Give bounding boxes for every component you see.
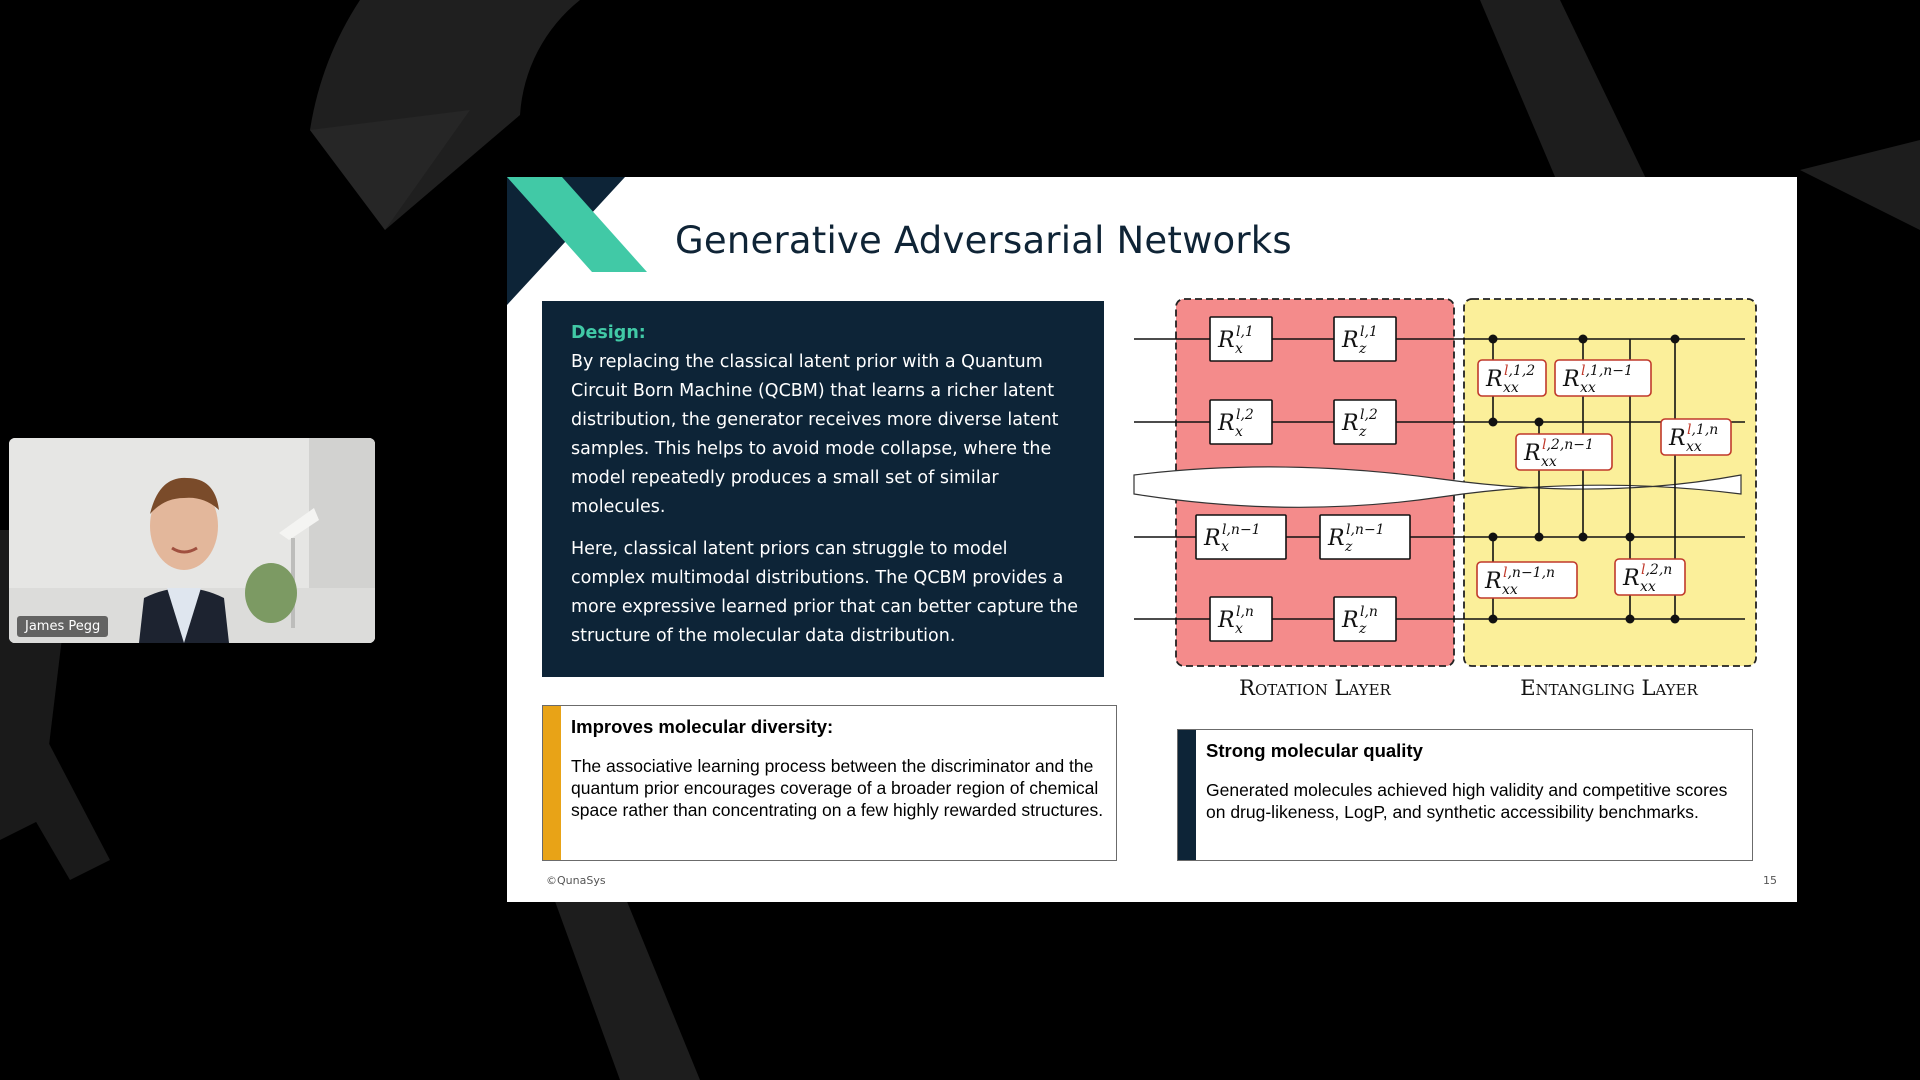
- presenter-video: [9, 438, 375, 643]
- svg-text:l,1,2: l,1,2: [1504, 363, 1535, 379]
- entangling-layer-label: Entangling Layer: [1520, 676, 1698, 700]
- svg-text:R: R: [1217, 328, 1235, 353]
- svg-text:xx: xx: [1686, 439, 1702, 455]
- design-paragraph-2: Here, classical latent priors can strugg…: [571, 539, 1079, 646]
- svg-text:R: R: [1217, 411, 1235, 436]
- svg-text:R: R: [1327, 526, 1345, 551]
- control-dot: [1488, 417, 1498, 427]
- svg-text:x: x: [1221, 539, 1229, 555]
- svg-text:x: x: [1235, 341, 1243, 357]
- callout-text: The associative learning process between…: [571, 756, 1104, 820]
- control-dot: [1534, 417, 1544, 427]
- svg-text:z: z: [1358, 424, 1367, 440]
- callout-molecular-quality: Strong molecular quality Generated molec…: [1177, 729, 1753, 861]
- svg-text:R: R: [1622, 566, 1640, 591]
- wire-break: [1133, 466, 1742, 508]
- svg-text:R: R: [1217, 608, 1235, 633]
- slide-title: Generative Adversarial Networks: [675, 219, 1292, 262]
- svg-text:R: R: [1523, 441, 1541, 466]
- svg-text:l,1: l,1: [1236, 324, 1254, 340]
- svg-text:xx: xx: [1503, 380, 1519, 396]
- callout-title: Strong molecular quality: [1206, 740, 1423, 761]
- callout-molecular-diversity: Improves molecular diversity: The associ…: [542, 705, 1117, 861]
- svg-text:z: z: [1344, 539, 1353, 555]
- svg-text:l,n: l,n: [1360, 604, 1378, 620]
- slide-page-number: 15: [1763, 874, 1777, 887]
- presenter-name: James Pegg: [17, 616, 109, 637]
- svg-text:x: x: [1235, 621, 1243, 637]
- svg-text:l,n−1: l,n−1: [1222, 522, 1261, 538]
- slide-copyright: ©QunaSys: [546, 874, 606, 887]
- design-heading: Design:: [571, 323, 646, 343]
- svg-text:xx: xx: [1541, 454, 1557, 470]
- svg-text:xx: xx: [1640, 579, 1656, 595]
- svg-text:l,2: l,2: [1360, 407, 1378, 423]
- callout-text: Generated molecules achieved high validi…: [1206, 780, 1728, 822]
- design-paragraph-1: By replacing the classical latent prior …: [571, 352, 1059, 517]
- svg-text:R: R: [1341, 328, 1359, 353]
- callout-accent-bar: [543, 706, 561, 860]
- svg-text:l,1,n−1: l,1,n−1: [1581, 363, 1633, 379]
- svg-text:l,2: l,2: [1236, 407, 1254, 423]
- control-dot: [1488, 334, 1498, 344]
- svg-text:z: z: [1358, 621, 1367, 637]
- svg-text:l,n−1: l,n−1: [1346, 522, 1385, 538]
- svg-text:R: R: [1484, 569, 1502, 594]
- svg-text:l,2,n−1: l,2,n−1: [1542, 437, 1594, 453]
- svg-text:R: R: [1203, 526, 1221, 551]
- control-dot: [1670, 614, 1680, 624]
- presentation-slide: Generative Adversarial Networks Design: …: [507, 177, 1797, 902]
- svg-text:R: R: [1562, 367, 1580, 392]
- svg-text:x: x: [1235, 424, 1243, 440]
- svg-text:l,1,n: l,1,n: [1687, 422, 1718, 438]
- svg-text:l,n: l,n: [1236, 604, 1254, 620]
- svg-text:z: z: [1358, 341, 1367, 357]
- control-dot: [1670, 334, 1680, 344]
- control-dot: [1625, 614, 1635, 624]
- svg-text:R: R: [1485, 367, 1503, 392]
- qunasys-logo-icon: [507, 177, 647, 305]
- control-dot: [1625, 532, 1635, 542]
- callout-accent-bar: [1178, 730, 1196, 860]
- svg-text:xx: xx: [1580, 380, 1596, 396]
- callout-title: Improves molecular diversity:: [571, 716, 834, 737]
- control-dot: [1488, 614, 1498, 624]
- svg-text:R: R: [1341, 608, 1359, 633]
- presenter-video-tile[interactable]: James Pegg: [9, 438, 375, 643]
- control-dot: [1578, 532, 1588, 542]
- design-panel: Design: By replacing the classical laten…: [542, 301, 1104, 677]
- svg-text:l,n−1,n: l,n−1,n: [1503, 565, 1555, 581]
- svg-text:xx: xx: [1502, 582, 1518, 598]
- svg-text:R: R: [1668, 426, 1686, 451]
- svg-text:l,1: l,1: [1360, 324, 1378, 340]
- control-dot: [1488, 532, 1498, 542]
- control-dot: [1534, 532, 1544, 542]
- svg-text:R: R: [1341, 411, 1359, 436]
- control-dot: [1578, 334, 1588, 344]
- rotation-layer-label: Rotation Layer: [1239, 676, 1391, 700]
- svg-text:l,2,n: l,2,n: [1641, 562, 1672, 578]
